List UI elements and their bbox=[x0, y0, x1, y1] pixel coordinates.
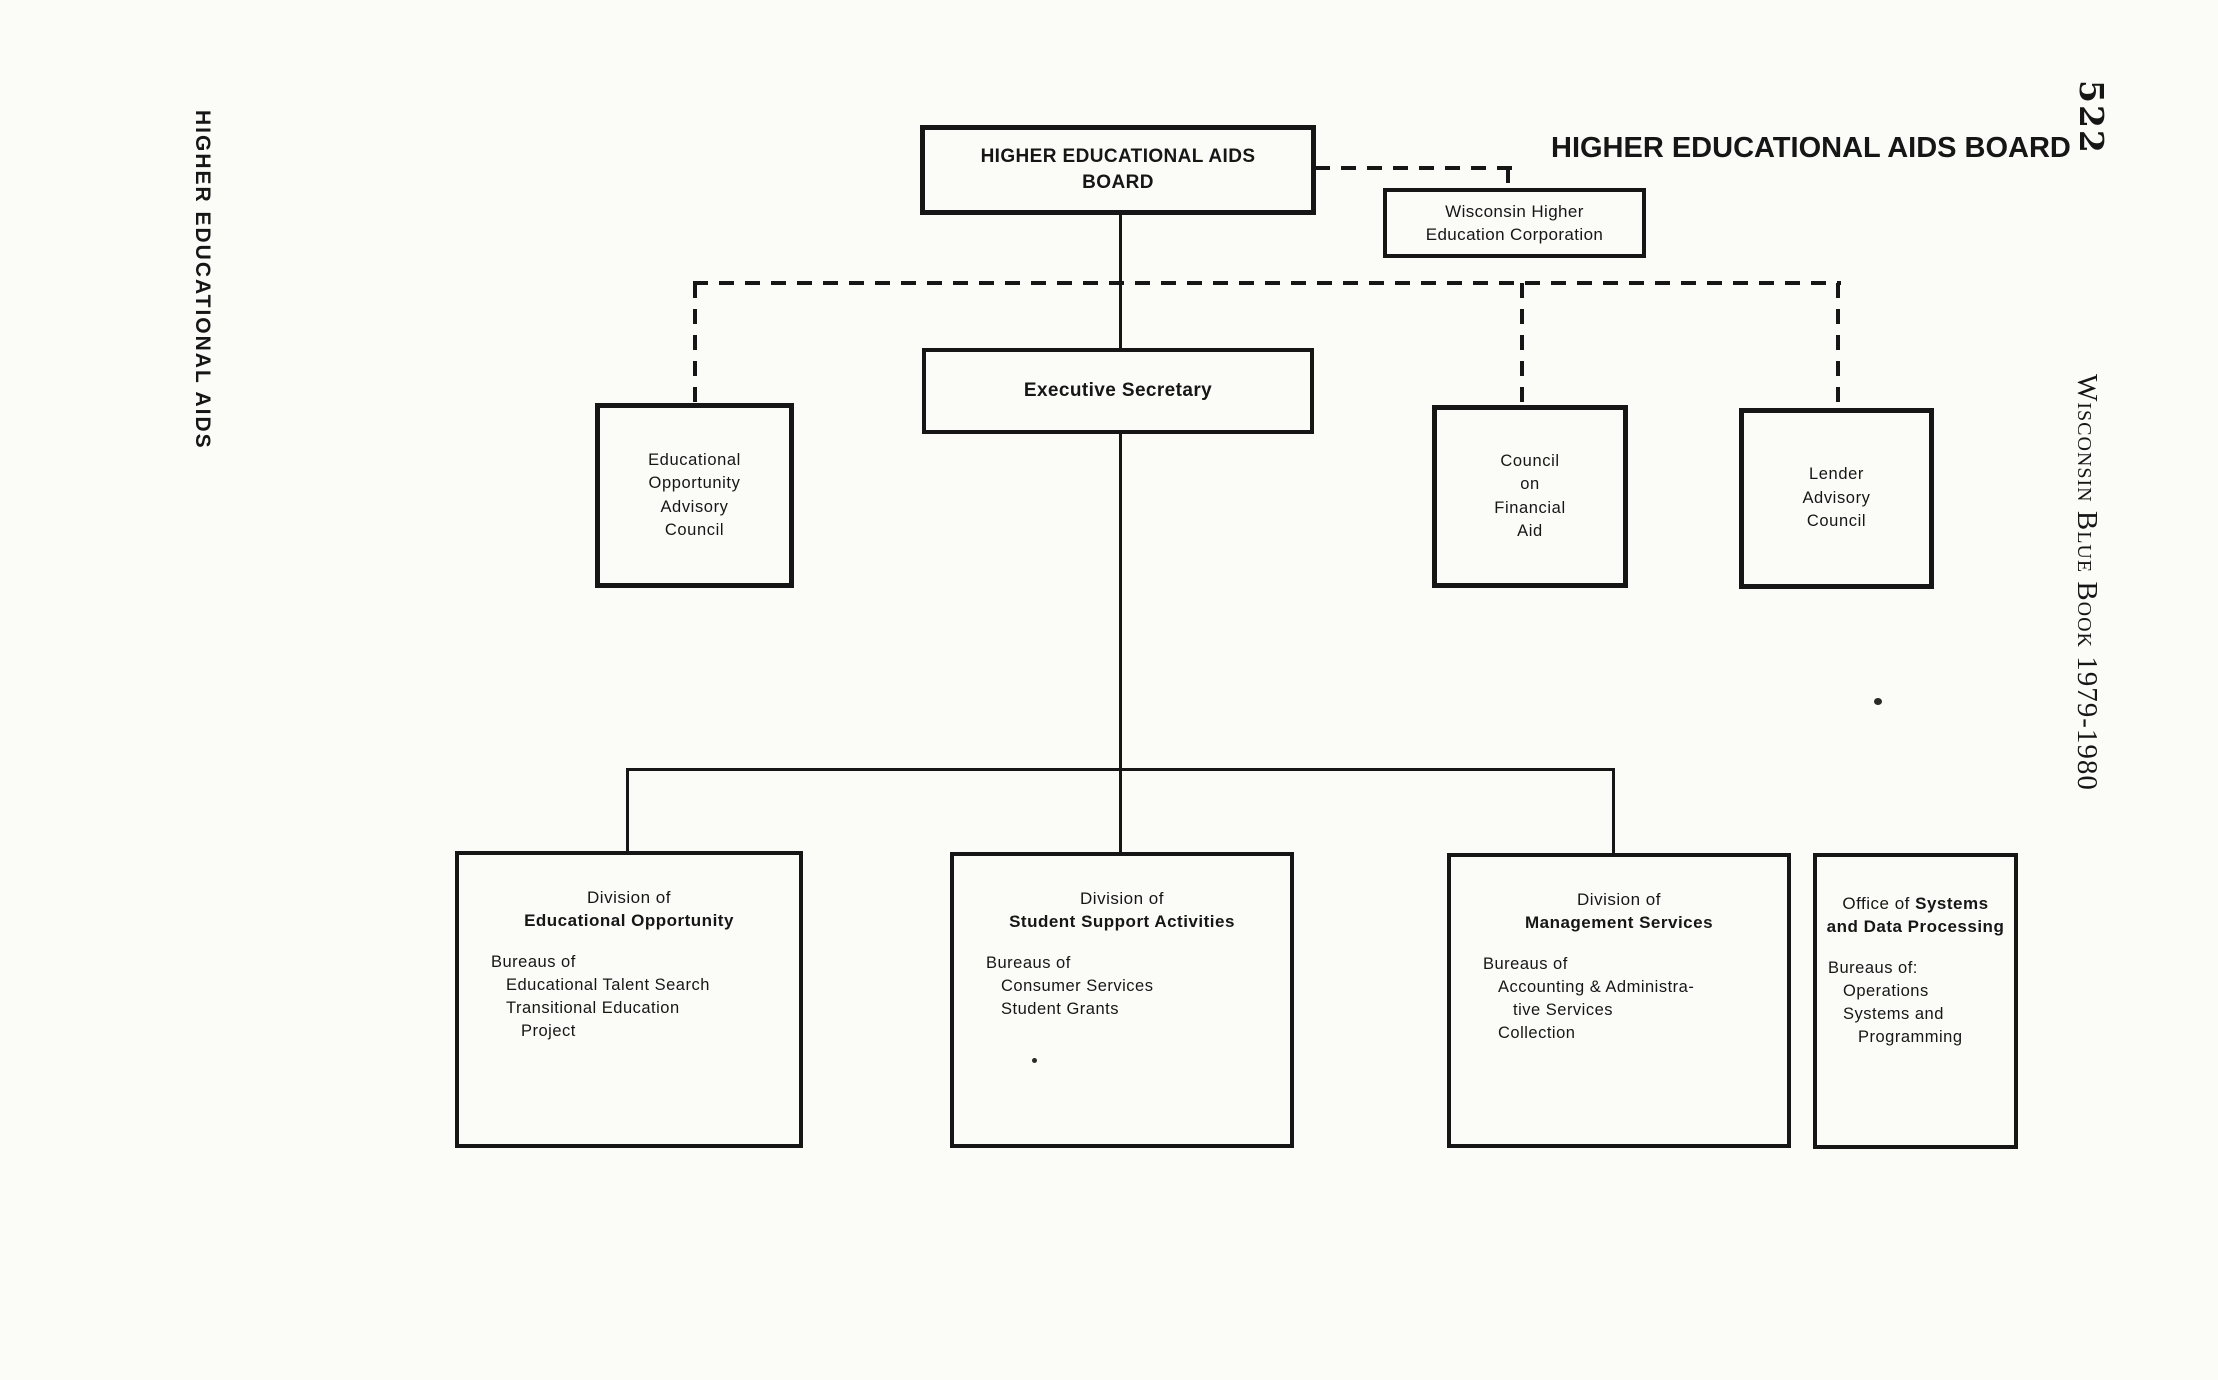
bureau-item: Consumer Services bbox=[1001, 977, 1154, 995]
council-label-line: Council bbox=[664, 521, 725, 539]
dashed-drop-whec bbox=[1506, 168, 1510, 190]
page-header-title: HIGHER EDUCATIONAL AIDS BOARD bbox=[1551, 132, 2071, 164]
office-title-prefix: Office of bbox=[1842, 894, 1910, 913]
bureau-item: Collection bbox=[1498, 1024, 1576, 1042]
whec-label-line1: Wisconsin Higher bbox=[1445, 202, 1584, 221]
node-division-student-support-activities: Division of Student Support Activities B… bbox=[950, 852, 1294, 1148]
office-title-line1: Office of Systems bbox=[1817, 892, 2014, 915]
node-wisconsin-higher-education-corporation: Wisconsin Higher Education Corporation bbox=[1383, 188, 1646, 258]
bureaus-label: Bureaus of bbox=[986, 954, 1071, 972]
node-division-management-services: Division of Management Services Bureaus … bbox=[1447, 853, 1791, 1148]
bureau-item: Project bbox=[521, 1022, 576, 1040]
bureau-item: tive Services bbox=[1513, 1001, 1614, 1019]
bureau-item: Accounting & Administra- bbox=[1498, 978, 1695, 996]
division-title-name: Student Support Activities bbox=[1009, 912, 1235, 931]
division-title-prefix: Division of bbox=[1577, 890, 1661, 909]
dashed-connector-board-to-whec bbox=[1315, 166, 1512, 170]
ink-speck bbox=[1874, 698, 1882, 705]
bureaus-label: Bureaus of: bbox=[1828, 959, 1918, 977]
book-title: Wisconsin Blue Book 1979-1980 bbox=[2071, 374, 2103, 791]
office-title-name2: and Data Processing bbox=[1826, 917, 2005, 936]
node-executive-secretary: Executive Secretary bbox=[922, 348, 1314, 434]
division-title-prefix: Division of bbox=[587, 888, 671, 907]
board-label-line2: BOARD bbox=[1082, 172, 1154, 193]
board-label-line1: HIGHER EDUCATIONAL AIDS bbox=[980, 146, 1256, 167]
executive-secretary-label: Executive Secretary bbox=[1023, 380, 1213, 401]
council-label-line: Advisory bbox=[660, 497, 729, 516]
node-higher-educational-aids-board: HIGHER EDUCATIONAL AIDS BOARD bbox=[920, 125, 1316, 215]
division-title-name: Management Services bbox=[1524, 913, 1714, 932]
council-label-line: Aid bbox=[1517, 522, 1543, 540]
node-division-educational-opportunity: Division of Educational Opportunity Bure… bbox=[455, 851, 803, 1148]
node-educational-opportunity-advisory-council: Educational Opportunity Advisory Council bbox=[595, 403, 794, 588]
division-bureaus: Bureaus of Consumer Services Student Gra… bbox=[986, 952, 1290, 1021]
node-council-on-financial-aid: Council on Financial Aid bbox=[1432, 405, 1628, 588]
connector-drop-division-1 bbox=[626, 768, 629, 851]
node-office-systems-data-processing: Office of Systems and Data Processing Bu… bbox=[1813, 853, 2018, 1149]
council-label-line: Council bbox=[1500, 451, 1560, 470]
bureaus-label: Bureaus of bbox=[1483, 955, 1568, 973]
council-label-line: Lender bbox=[1809, 465, 1864, 484]
office-title: Office of Systems and Data Processing bbox=[1817, 892, 2014, 938]
bureau-item: Programming bbox=[1858, 1028, 1963, 1046]
page-number: 522 bbox=[2072, 80, 2111, 155]
division-title: Division of Student Support Activities bbox=[954, 887, 1290, 933]
connector-drop-division-3 bbox=[1612, 768, 1615, 853]
whec-label-line2: Education Corporation bbox=[1425, 225, 1604, 244]
bureau-item: Systems and bbox=[1843, 1005, 1944, 1023]
ink-speck bbox=[1032, 1058, 1037, 1063]
node-lender-advisory-council: Lender Advisory Council bbox=[1739, 408, 1934, 589]
division-title-name: Educational Opportunity bbox=[524, 911, 734, 930]
bureaus-label: Bureaus of bbox=[491, 953, 576, 971]
division-title: Division of Management Services bbox=[1451, 888, 1787, 934]
council-label-line: Educational bbox=[648, 450, 741, 469]
division-title-prefix: Division of bbox=[1080, 889, 1164, 908]
dashed-drop-council-on-financial-aid bbox=[1520, 283, 1524, 405]
dashed-drop-lender-advisory-council bbox=[1836, 283, 1840, 408]
dashed-advisory-line bbox=[693, 281, 1841, 285]
division-bureaus: Bureaus of Accounting & Administra- tive… bbox=[1483, 953, 1787, 1045]
division-bureaus: Bureaus of Educational Talent Search Tra… bbox=[491, 951, 799, 1043]
connector-exec-to-divisions bbox=[1119, 434, 1122, 852]
bureau-item: Educational Talent Search bbox=[506, 976, 710, 994]
left-margin-title: HIGHER EDUCATIONAL AIDS bbox=[191, 110, 214, 450]
connector-divisions-horizontal bbox=[626, 768, 1615, 771]
bureau-item: Transitional Education bbox=[506, 999, 680, 1017]
council-label-line: Council bbox=[1806, 512, 1867, 531]
council-label-line: on bbox=[1520, 475, 1540, 493]
office-bureaus: Bureaus of: Operations Systems and Progr… bbox=[1828, 957, 2014, 1049]
office-title-name1: Systems bbox=[1915, 894, 1989, 913]
bureau-item: Operations bbox=[1843, 982, 1929, 1000]
council-label-line: Financial bbox=[1494, 498, 1566, 517]
dashed-drop-educational-opportunity-council bbox=[693, 283, 697, 403]
council-label-line: Advisory bbox=[1802, 488, 1871, 507]
bureau-item: Student Grants bbox=[1001, 1000, 1119, 1018]
council-label-line: Opportunity bbox=[648, 474, 741, 492]
division-title: Division of Educational Opportunity bbox=[459, 886, 799, 932]
